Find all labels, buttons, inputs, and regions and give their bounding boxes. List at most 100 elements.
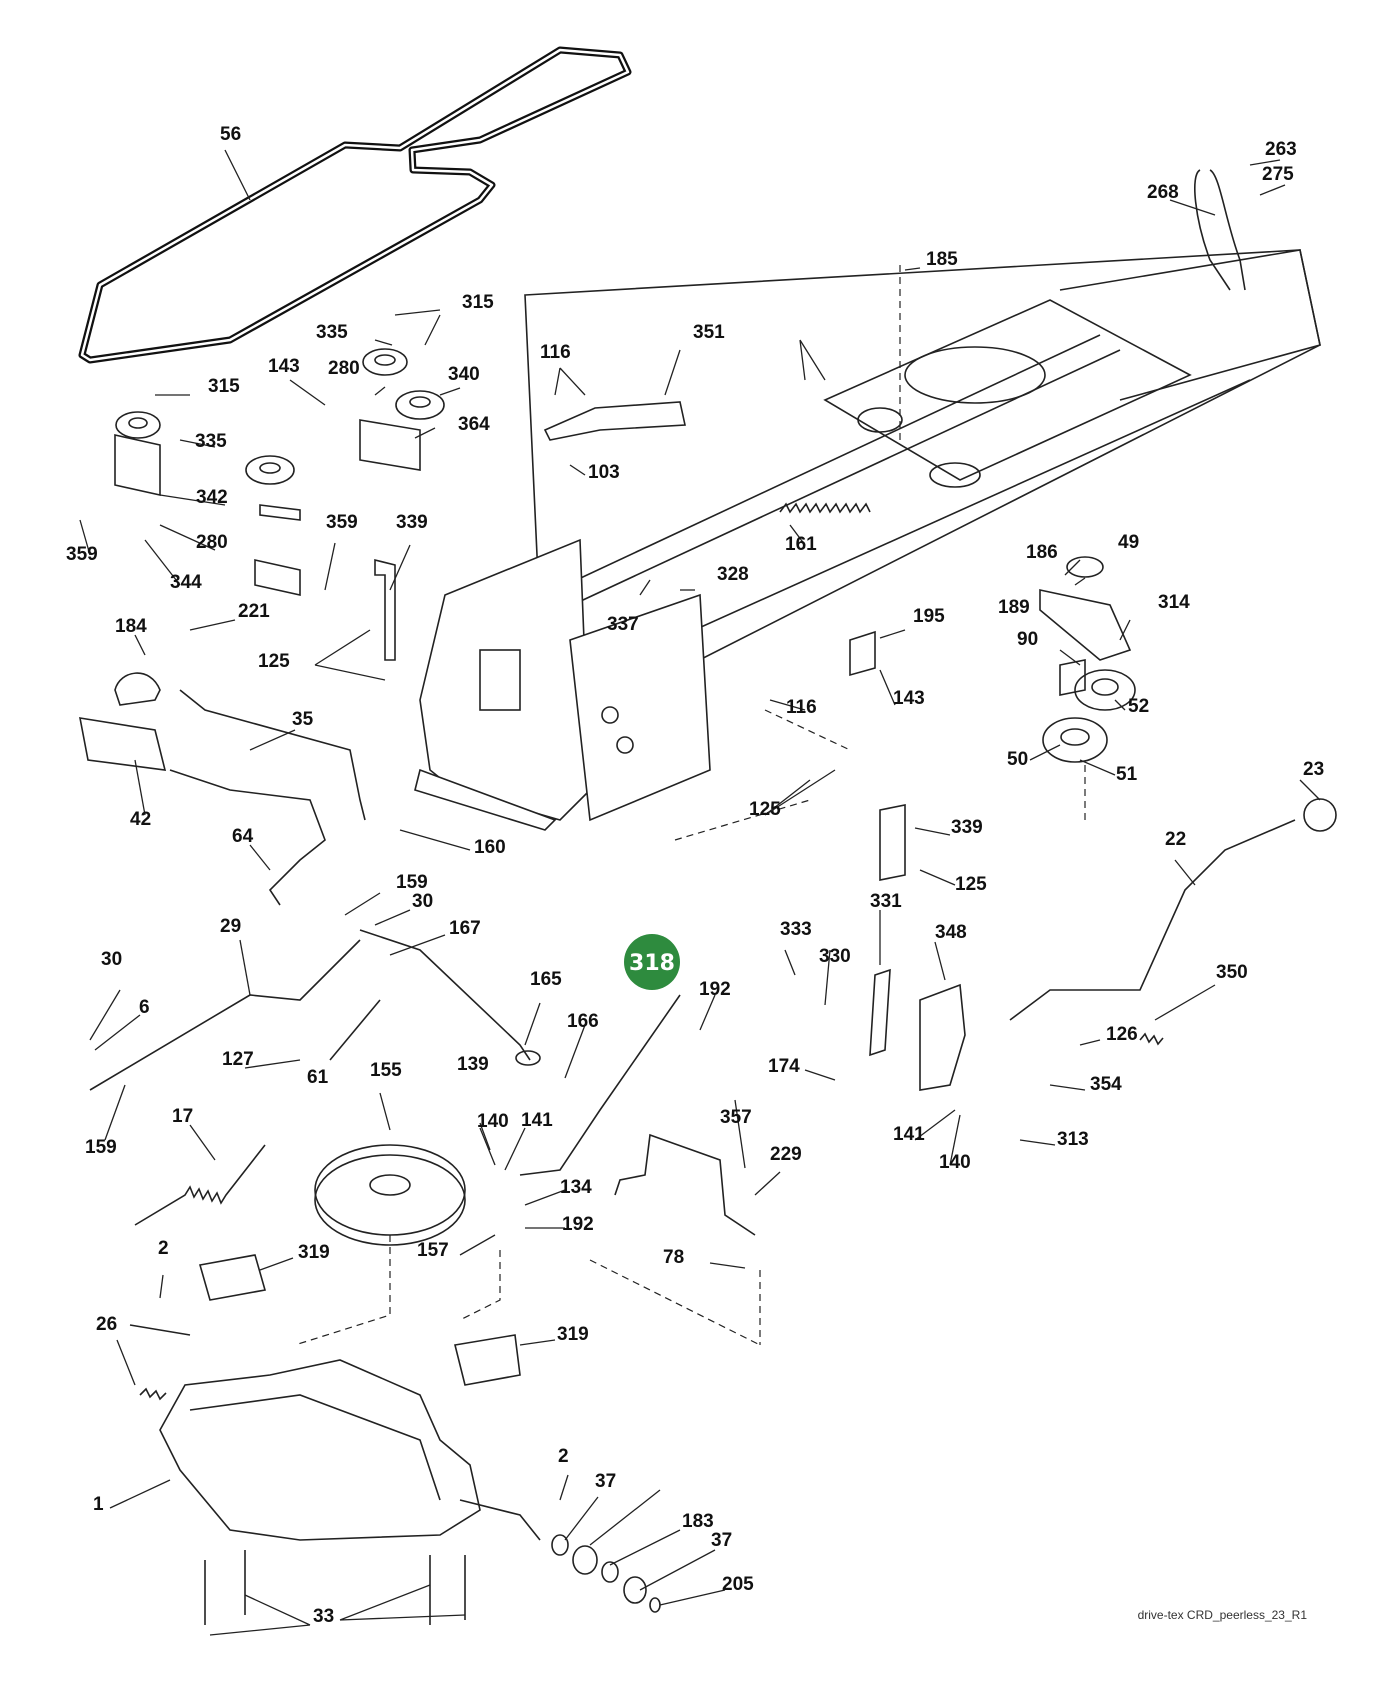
part-label-340[interactable]: 340 — [448, 364, 480, 385]
part-label-50[interactable]: 50 — [1007, 749, 1028, 770]
part-label-339[interactable]: 339 — [951, 817, 983, 838]
rod-357 — [614, 1133, 756, 1236]
part-label-275[interactable]: 275 — [1262, 164, 1294, 185]
part-label-335[interactable]: 335 — [316, 322, 348, 343]
part-label-139[interactable]: 139 — [457, 1054, 489, 1075]
part-label-23[interactable]: 23 — [1303, 759, 1324, 780]
part-label-143[interactable]: 143 — [268, 356, 300, 377]
part-label-6[interactable]: 6 — [139, 997, 150, 1018]
part-label-30[interactable]: 30 — [101, 949, 122, 970]
part-label-192[interactable]: 192 — [562, 1214, 594, 1235]
part-label-2[interactable]: 2 — [558, 1446, 569, 1467]
part-label-64[interactable]: 64 — [232, 826, 254, 847]
part-label-127[interactable]: 127 — [222, 1049, 254, 1070]
part-label-35[interactable]: 35 — [292, 709, 314, 730]
part-label-103[interactable]: 103 — [588, 462, 620, 483]
part-label-56[interactable]: 56 — [220, 124, 241, 145]
part-label-354[interactable]: 354 — [1090, 1074, 1122, 1095]
part-label-1[interactable]: 1 — [93, 1494, 104, 1515]
part-label-22[interactable]: 22 — [1165, 829, 1186, 850]
part-label-30[interactable]: 30 — [412, 891, 433, 912]
part-label-166[interactable]: 166 — [567, 1011, 599, 1032]
part-label-165[interactable]: 165 — [530, 969, 562, 990]
part-label-333[interactable]: 333 — [780, 919, 812, 940]
part-label-315[interactable]: 315 — [208, 376, 240, 397]
part-label-37[interactable]: 37 — [711, 1530, 732, 1551]
part-label-134[interactable]: 134 — [560, 1177, 592, 1198]
part-label-174[interactable]: 174 — [768, 1056, 800, 1077]
part-label-2[interactable]: 2 — [158, 1238, 169, 1259]
part-label-335[interactable]: 335 — [195, 431, 227, 452]
part-label-157[interactable]: 157 — [417, 1240, 449, 1261]
part-label-331[interactable]: 331 — [870, 891, 902, 912]
part-label-116[interactable]: 116 — [786, 697, 817, 718]
part-label-280[interactable]: 280 — [328, 358, 360, 379]
part-label-314[interactable]: 314 — [1158, 592, 1190, 613]
part-label-357[interactable]: 357 — [720, 1107, 752, 1128]
part-label-313[interactable]: 313 — [1057, 1129, 1089, 1150]
part-label-167[interactable]: 167 — [449, 918, 481, 939]
part-label-351[interactable]: 351 — [693, 322, 725, 343]
part-label-330[interactable]: 330 — [819, 946, 851, 967]
part-label-161[interactable]: 161 — [785, 534, 817, 555]
part-label-186[interactable]: 186 — [1026, 542, 1058, 563]
part-label-160[interactable]: 160 — [474, 837, 506, 858]
part-label-159[interactable]: 159 — [396, 872, 428, 893]
part-label-359[interactable]: 359 — [66, 544, 98, 565]
part-label-141[interactable]: 141 — [893, 1124, 925, 1145]
part-label-33[interactable]: 33 — [313, 1606, 334, 1627]
highlighted-part-badge[interactable]: 318 — [624, 934, 680, 990]
part-label-348[interactable]: 348 — [935, 922, 967, 943]
part-label-229[interactable]: 229 — [770, 1144, 802, 1165]
part-label-344[interactable]: 344 — [170, 572, 202, 593]
part-label-342[interactable]: 342 — [196, 487, 228, 508]
part-label-37[interactable]: 37 — [595, 1471, 616, 1492]
part-label-192[interactable]: 192 — [699, 979, 731, 1000]
part-label-51[interactable]: 51 — [1116, 764, 1138, 785]
part-label-184[interactable]: 184 — [115, 616, 147, 637]
part-label-268[interactable]: 268 — [1147, 182, 1179, 203]
part-label-364[interactable]: 364 — [458, 414, 490, 435]
part-label-315[interactable]: 315 — [462, 292, 494, 313]
part-label-159[interactable]: 159 — [85, 1137, 117, 1158]
bracket-195 — [849, 630, 876, 677]
part-label-140[interactable]: 140 — [939, 1152, 971, 1173]
part-label-195[interactable]: 195 — [913, 606, 945, 627]
part-label-29[interactable]: 29 — [220, 916, 241, 937]
part-label-185[interactable]: 185 — [926, 249, 958, 270]
part-label-337[interactable]: 337 — [607, 614, 639, 635]
part-label-141[interactable]: 141 — [521, 1110, 553, 1131]
part-label-339[interactable]: 339 — [396, 512, 428, 533]
part-label-221[interactable]: 221 — [238, 601, 270, 622]
part-label-125[interactable]: 125 — [258, 651, 290, 672]
part-label-189[interactable]: 189 — [998, 597, 1030, 618]
linkage-rods — [89, 929, 681, 1176]
spring-26 — [139, 1387, 167, 1401]
part-label-126[interactable]: 126 — [1106, 1024, 1138, 1045]
part-label-319[interactable]: 319 — [298, 1242, 330, 1263]
bracket-339-lower — [879, 804, 906, 881]
part-label-350[interactable]: 350 — [1216, 962, 1248, 983]
part-label-263[interactable]: 263 — [1265, 139, 1297, 160]
part-label-61[interactable]: 61 — [307, 1067, 329, 1088]
part-label-125[interactable]: 125 — [749, 799, 781, 820]
part-label-319[interactable]: 319 — [557, 1324, 589, 1345]
part-label-140[interactable]: 140 — [477, 1111, 509, 1132]
part-label-125[interactable]: 125 — [955, 874, 987, 895]
part-label-143[interactable]: 143 — [893, 688, 925, 709]
part-label-359[interactable]: 359 — [326, 512, 358, 533]
part-label-183[interactable]: 183 — [682, 1511, 714, 1532]
part-label-42[interactable]: 42 — [130, 809, 151, 830]
part-label-90[interactable]: 90 — [1017, 629, 1038, 650]
part-label-49[interactable]: 49 — [1118, 532, 1139, 553]
part-label-280[interactable]: 280 — [196, 532, 228, 553]
part-label-205[interactable]: 205 — [722, 1574, 754, 1595]
part-label-26[interactable]: 26 — [96, 1314, 117, 1335]
part-label-78[interactable]: 78 — [663, 1247, 684, 1268]
part-label-116[interactable]: 116 — [540, 342, 571, 363]
part-label-52[interactable]: 52 — [1128, 696, 1149, 717]
part-label-155[interactable]: 155 — [370, 1060, 402, 1081]
part-label-17[interactable]: 17 — [172, 1106, 193, 1127]
part-label-328[interactable]: 328 — [717, 564, 749, 585]
highlight-circle — [624, 934, 680, 990]
